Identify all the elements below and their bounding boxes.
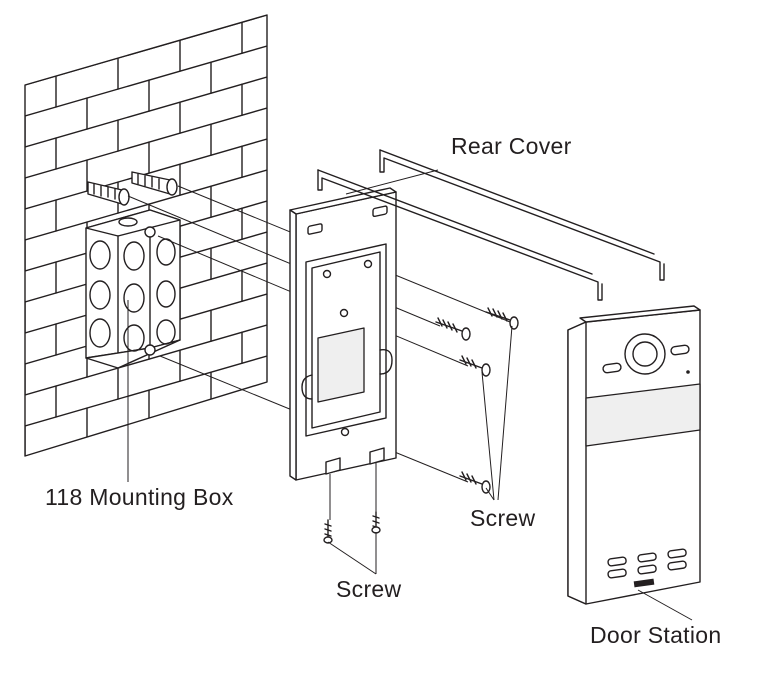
indicator-right xyxy=(670,344,690,356)
brand-logo xyxy=(633,578,655,588)
door-station-side xyxy=(567,321,587,605)
leader-lines xyxy=(127,169,693,621)
indicator-left xyxy=(602,362,622,374)
mortar-line xyxy=(25,107,267,179)
screw-lower-right xyxy=(459,471,491,494)
mortar-line xyxy=(25,15,267,86)
screw-mid-right xyxy=(435,317,471,341)
wall-anchor-lower xyxy=(87,181,130,206)
label-rear-cover: Rear Cover xyxy=(451,133,572,159)
door-station-frame xyxy=(317,149,665,301)
mortar-line xyxy=(25,138,267,210)
mortar-line xyxy=(25,324,267,396)
screw-bottom-right xyxy=(371,511,381,534)
mortar-line xyxy=(25,76,267,148)
label-door-station: Door Station xyxy=(590,622,721,648)
mortar-line xyxy=(25,355,267,427)
rear-cover xyxy=(289,187,397,481)
mortar-line xyxy=(25,169,267,241)
label-mounting-box: 118 Mounting Box xyxy=(45,484,234,510)
label-screw-bottom: Screw xyxy=(336,576,401,602)
screw-upper-right xyxy=(485,307,519,330)
mounting-box xyxy=(85,209,181,369)
speaker-grille xyxy=(607,548,687,579)
mounting-box-bottom xyxy=(85,339,181,369)
screw-middle-right xyxy=(459,355,491,377)
mounting-box-top xyxy=(85,209,181,237)
door-station-card-zone xyxy=(585,383,701,447)
wall-anchor-upper xyxy=(131,171,178,196)
label-screw-right: Screw xyxy=(470,505,535,531)
screw-bottom-left xyxy=(323,519,333,544)
mortar-line xyxy=(25,45,267,117)
door-station xyxy=(567,305,701,605)
